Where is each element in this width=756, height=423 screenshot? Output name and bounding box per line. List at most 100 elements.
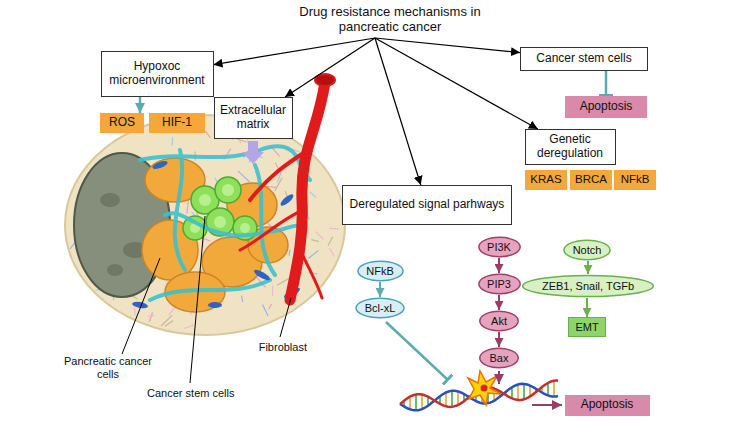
collagen-fibers [140, 146, 310, 300]
outcome-box: Apoptosis [565, 96, 647, 118]
fiber-stroke [238, 171, 249, 182]
arrow-connector [375, 38, 520, 53]
illustration-part [190, 216, 205, 383]
node-text: Extracellular matrix [220, 104, 287, 132]
mechanism-box: Deregulated signal parhways [342, 185, 512, 225]
illustration-part [280, 298, 291, 337]
arrow-connector [139, 97, 142, 113]
apoptosis-arrow [532, 404, 562, 406]
arrow-connector [498, 295, 500, 310]
node-text: HIF-1 [162, 116, 192, 130]
pathway-oval: PIP3 [478, 273, 521, 295]
pathway-oval: Akt [479, 310, 519, 332]
diagram-heading: Drug resistance mechanisms in pancreatic… [290, 3, 491, 37]
dna-rung [517, 384, 519, 399]
node-text: NFkB [621, 173, 650, 186]
dna-rung [421, 395, 423, 410]
node-text: Genetic deregulation [531, 133, 610, 161]
dna-rung [445, 392, 447, 406]
fiber-stroke [149, 312, 152, 321]
arrow-connector [498, 258, 500, 273]
gene-box: NFkB [614, 170, 656, 190]
matrix-arrow [242, 141, 264, 164]
mechanism-box: Hypoxoc microenvironment [101, 51, 214, 97]
outcome-box: Apoptosis [565, 395, 650, 416]
fiber-stroke [148, 315, 154, 317]
fiber-stroke [310, 192, 316, 198]
inhibition-connector [605, 71, 608, 96]
fiber-stroke [172, 137, 174, 145]
fiber-stroke [272, 285, 273, 295]
fiber-stroke [316, 232, 324, 240]
fiber-stroke [269, 304, 272, 309]
gene-box: BRCA [570, 170, 612, 190]
node-text: Bcl-xL [365, 302, 396, 315]
fiber-stroke [237, 139, 246, 141]
part-label: Fibroblast [258, 341, 308, 354]
node-text: BRCA [575, 173, 607, 186]
node-text: NFkB [366, 265, 394, 278]
node-text: Drug resistance mechanisms in pancreatic… [294, 5, 487, 35]
fiber-stroke [263, 305, 269, 316]
dna-rung [415, 394, 417, 410]
illustration-part [240, 210, 303, 250]
mechanism-box: Genetic deregulation [525, 129, 616, 165]
mechanism-box: Extracellular matrix [214, 97, 293, 139]
illustration-part [175, 150, 185, 270]
oval-shape [357, 261, 402, 280]
illustration-part [100, 193, 120, 207]
arrow-connector [285, 38, 375, 97]
illustration-part [290, 82, 325, 300]
arrow-connector [214, 38, 376, 65]
dna-rung [457, 391, 459, 405]
fiber-stroke [134, 307, 136, 315]
arrow-connector [379, 282, 381, 297]
fiber-stroke [288, 249, 290, 255]
illustration-part [122, 258, 160, 354]
fiber-stroke [184, 325, 194, 329]
node-text: Bax [490, 352, 509, 365]
illustration-part [253, 268, 272, 282]
arrow-connector [498, 332, 500, 347]
node-text: PIP3 [487, 278, 511, 291]
outcome-box: EMT [568, 317, 606, 337]
illustration-part [199, 194, 211, 206]
oval-shape [480, 348, 518, 367]
arrow-connector [587, 261, 589, 274]
node-text: Apoptosis [581, 398, 634, 412]
pathway-oval: NFkB [357, 260, 404, 282]
fiber-stroke [308, 251, 318, 259]
factor-box: HIF-1 [149, 113, 205, 133]
pathway-oval: ZEB1, Snail, TGFb [520, 274, 656, 298]
node-text: ROS [109, 116, 135, 130]
oval-shape [564, 240, 610, 259]
pathway-oval: Notch [563, 239, 611, 261]
dna-rung [409, 397, 411, 410]
arrow-connector [586, 298, 588, 317]
fiber-stroke [275, 178, 282, 191]
fiber-stroke [161, 315, 172, 326]
fiber-stroke [311, 240, 318, 242]
oval-shape [523, 275, 654, 296]
illustration-part [151, 159, 168, 170]
illustration-part [208, 302, 222, 308]
oval-shape [480, 311, 518, 330]
dna-rung [451, 391, 453, 407]
fibroblasts [132, 159, 302, 309]
node-text: Deregulated signal parhways [350, 198, 505, 212]
node-text: Akt [491, 315, 507, 328]
node-text: Hypoxoc microenvironment [108, 60, 207, 88]
fiber-stroke [277, 279, 289, 286]
dna-rung [553, 381, 555, 397]
illustration-part [165, 213, 305, 235]
fiber-stroke [329, 228, 339, 229]
illustration-part [140, 146, 310, 180]
illustration-part [300, 250, 322, 298]
oval-shape [356, 298, 404, 317]
arrow-connector [375, 38, 538, 129]
factor-box: ROS [100, 113, 144, 133]
part-label: Pancreatic cancer cells [58, 355, 158, 380]
illustration-part [279, 193, 295, 208]
node-text: PI3K [487, 241, 511, 254]
